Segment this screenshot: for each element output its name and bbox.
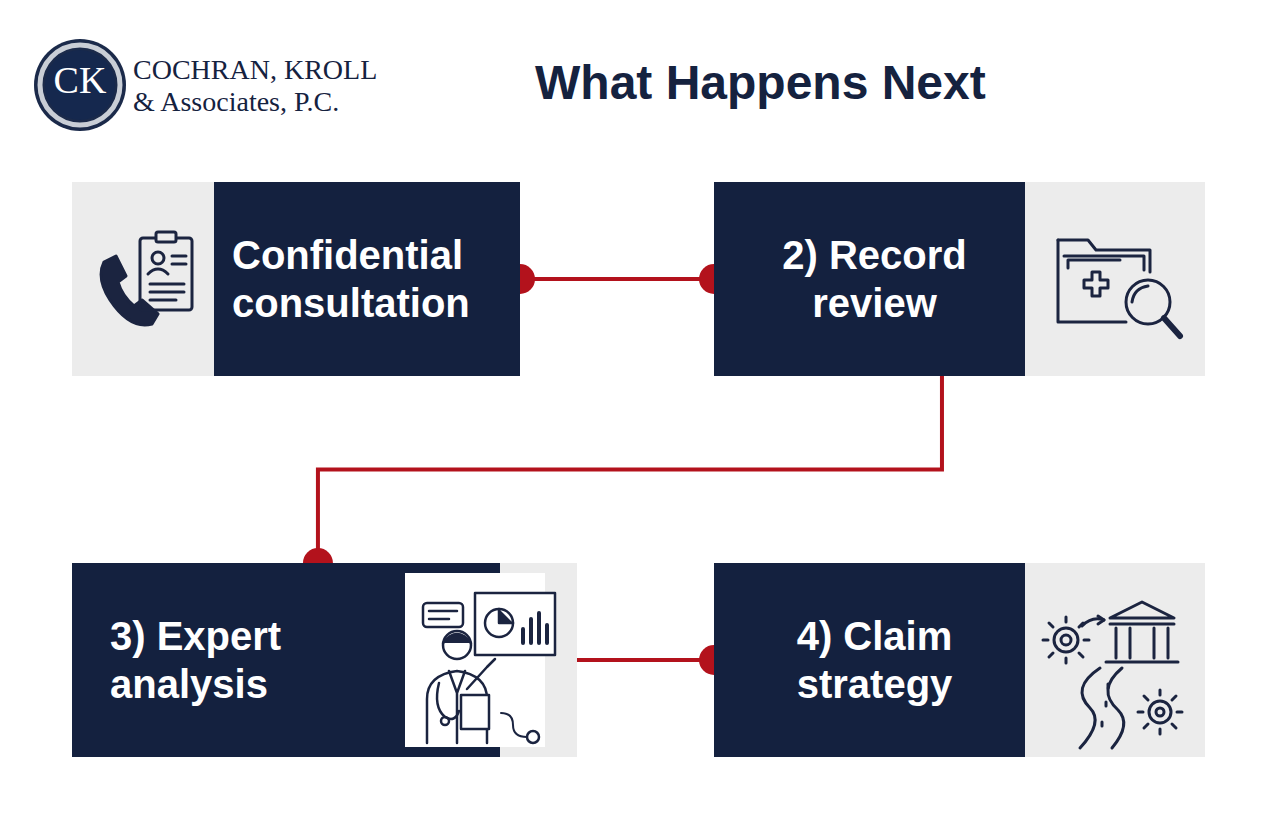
icon-panel — [72, 182, 214, 376]
step-label: 2) Record review — [729, 231, 1020, 327]
connector — [577, 658, 714, 662]
doctor-illustration — [441, 717, 449, 725]
step-box: Confidential consultation — [214, 182, 520, 376]
doctor-illustration — [527, 731, 539, 743]
icon-panel — [72, 182, 1205, 757]
logo-badge — [40, 45, 120, 125]
firm-name: COCHRAN, KROLL — [133, 55, 453, 86]
folder-search-icon — [1064, 256, 1144, 270]
doctor-illustration — [423, 603, 463, 627]
doctor-illustration — [523, 613, 547, 643]
logo-badge — [34, 39, 126, 131]
doctor-illustration — [429, 611, 457, 619]
connector — [520, 277, 714, 281]
folder-search-icon — [1058, 240, 1150, 272]
folder-search-icon — [1058, 240, 1180, 336]
folder-search-icon — [1132, 286, 1148, 302]
strategy-icon — [1110, 602, 1174, 618]
folder-search-icon — [1164, 318, 1180, 336]
folder-search-icon — [1068, 260, 1120, 268]
strategy-icon — [1098, 616, 1104, 624]
strategy-icon — [1156, 708, 1164, 716]
logo-monogram: CK — [40, 60, 120, 102]
phone-icon — [101, 232, 192, 325]
doctor-illustration — [443, 631, 471, 659]
connector — [577, 645, 729, 675]
phone-icon — [140, 238, 192, 310]
logo-badge — [34, 39, 126, 131]
doctor-illustration — [485, 609, 513, 637]
icon-panel — [1025, 563, 1205, 757]
step-label: Confidential consultation — [232, 231, 512, 327]
doctor-illustration — [461, 695, 489, 729]
doctor-illustration — [423, 593, 555, 743]
step-label: 3) Expert analysis — [110, 612, 400, 708]
firm-name: & Associates, P.C. — [133, 87, 453, 118]
strategy-icon — [1102, 684, 1108, 726]
phone-icon — [101, 256, 158, 325]
phone-icon — [152, 252, 164, 264]
strategy-icon — [1106, 624, 1178, 662]
strategy-icon — [1138, 690, 1182, 734]
strategy-icon — [1108, 668, 1124, 748]
doctor-illustration — [475, 593, 555, 655]
folder-search-icon — [1058, 240, 1126, 322]
doctor-illustration — [437, 683, 459, 719]
step-box: 3) Expert analysis — [72, 563, 577, 757]
doctor-illustration — [501, 713, 527, 737]
strategy-icon — [1061, 635, 1071, 645]
strategy-icon — [1080, 668, 1100, 748]
doctor-illustration — [499, 609, 513, 623]
phone-icon — [148, 269, 168, 274]
folder-search-icon — [1084, 272, 1108, 296]
strategy-icon — [1043, 602, 1182, 748]
connector — [303, 376, 942, 578]
step-box: 4) Claim strategy — [714, 563, 1025, 757]
icon-panel — [1025, 182, 1205, 376]
doctor-illustration — [405, 563, 577, 757]
doctor-illustration — [443, 634, 471, 643]
strategy-icon — [1054, 628, 1078, 652]
diagram-title: What Happens Next — [535, 55, 986, 110]
phone-icon — [150, 256, 186, 300]
phone-icon — [156, 232, 176, 242]
step-box: 2) Record review — [714, 182, 1025, 376]
connector — [505, 264, 729, 294]
connector — [318, 376, 942, 563]
step-label: 4) Claim strategy — [729, 612, 1020, 708]
doctor-illustration — [467, 659, 495, 689]
strategy-icon — [1149, 701, 1171, 723]
